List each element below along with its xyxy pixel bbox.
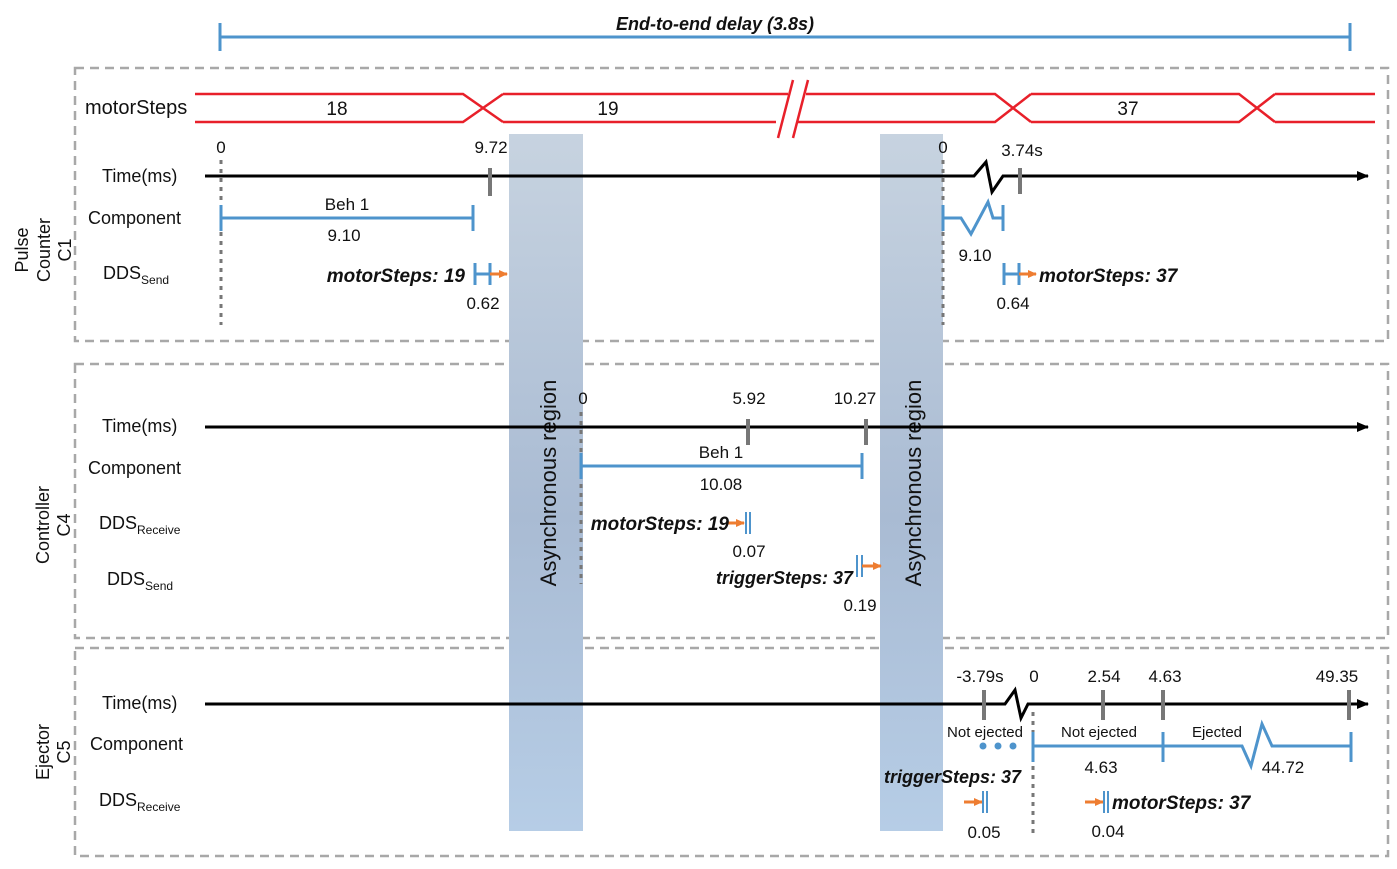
end-to-end-delay: End-to-end delay (3.8s) [218, 14, 1352, 51]
pulse-t0a: 0 [216, 138, 225, 157]
ejector-dds-receive-1 [964, 791, 988, 813]
pulse-time-axis [205, 158, 1369, 196]
controller-dur1008: 10.08 [700, 475, 743, 494]
controller-component-label: Component [88, 458, 181, 478]
ejector-dur463: 4.63 [1084, 758, 1117, 777]
ejector-dds-receive-label: DDSReceive [99, 790, 181, 814]
pulse-dur910b: 9.10 [958, 246, 991, 265]
ejector-d004: 0.04 [1091, 822, 1124, 841]
controller-t1027: 10.27 [834, 389, 877, 408]
controller-dds-send [856, 555, 882, 577]
controller-t592: 5.92 [732, 389, 765, 408]
pulse-counter-box [73, 66, 1390, 343]
pulse-msg37: motorSteps: 37 [1039, 266, 1179, 287]
ejector-dds-receive-2 [1085, 791, 1109, 813]
ejector-continuation-dots [979, 742, 1017, 750]
ejector-not-ejected-a: Not ejected [947, 724, 1023, 741]
async-region-1 [509, 134, 583, 831]
controller-d019: 0.19 [843, 596, 876, 615]
ejector-msg37: motorSteps: 37 [1112, 793, 1252, 814]
ejector-time-axis [205, 686, 1369, 723]
signal-value-19: 19 [597, 99, 618, 120]
ejector-component-bar [1031, 719, 1353, 771]
pulse-time-label: Time(ms) [102, 166, 177, 186]
controller-t0: 0 [578, 389, 587, 408]
ejector-ejected: Ejected [1192, 724, 1242, 741]
pulse-group-line2: Counter [34, 218, 54, 282]
ejector-t463: 4.63 [1148, 667, 1181, 686]
async-region-2 [880, 134, 943, 831]
controller-group-line1: Controller [33, 486, 53, 564]
pulse-component-bar-2 [941, 198, 1005, 237]
motorsteps-signal: motorSteps 18 19 37 [85, 79, 1375, 139]
controller-section: Controller C4 Time(ms) Component DDSRece… [33, 389, 1369, 615]
ejector-component-label: Component [90, 734, 183, 754]
pulse-t0b: 0 [938, 138, 947, 157]
controller-beh1-bar [579, 453, 864, 479]
controller-d007: 0.07 [732, 542, 765, 561]
ejector-group-line1: Ejector [33, 724, 53, 780]
controller-dds-receive-label: DDSReceive [99, 513, 181, 537]
pulse-d064: 0.64 [996, 294, 1029, 313]
pulse-counter-section: Pulse Counter C1 Time(ms) Component DDSS… [12, 138, 1369, 325]
end-to-end-label: End-to-end delay (3.8s) [616, 14, 814, 34]
async-region-2-label: Asynchronous region [901, 380, 926, 587]
signal-name: motorSteps [85, 97, 187, 119]
ejector-trigger: triggerSteps: 37 [884, 767, 1022, 787]
controller-beh-label: Beh 1 [699, 443, 743, 462]
pulse-t374s: 3.74s [1001, 141, 1043, 160]
ejector-t254: 2.54 [1087, 667, 1120, 686]
controller-dds-send-label: DDSSend [107, 569, 173, 593]
controller-dds-receive [728, 512, 751, 534]
pulse-beh1-bar [219, 205, 475, 231]
pulse-dds-send-2 [1002, 263, 1037, 285]
ejector-group-line2: C5 [54, 740, 74, 763]
pulse-beh-label: Beh 1 [325, 195, 369, 214]
ejector-t0: 0 [1029, 667, 1038, 686]
pulse-t972: 9.72 [474, 138, 507, 157]
pulse-d062: 0.62 [466, 294, 499, 313]
ejector-not-ejected-b: Not ejected [1061, 724, 1137, 741]
pulse-dur910a: 9.10 [327, 226, 360, 245]
controller-box [73, 362, 1390, 640]
signal-value-18: 18 [326, 99, 347, 120]
controller-time-label: Time(ms) [102, 416, 177, 436]
controller-msg19: motorSteps: 19 [591, 514, 730, 535]
signal-value-37: 37 [1117, 99, 1138, 120]
pulse-dds-send-1 [473, 263, 508, 285]
pulse-component-label: Component [88, 208, 181, 228]
ejector-t4935: 49.35 [1316, 667, 1359, 686]
controller-group-line2: C4 [54, 513, 74, 536]
ejector-dur4472: 44.72 [1262, 758, 1305, 777]
controller-trigger: triggerSteps: 37 [716, 568, 854, 588]
pulse-group-line3: C1 [55, 238, 75, 261]
ejector-d005: 0.05 [967, 823, 1000, 842]
pulse-group-line1: Pulse [12, 227, 32, 272]
ejector-box [73, 646, 1390, 858]
pulse-dds-label: DDSSend [103, 263, 169, 287]
ejector-tneg: -3.79s [956, 667, 1003, 686]
ejector-section: Ejector C5 Time(ms) Component DDSReceive… [33, 667, 1369, 842]
ejector-time-label: Time(ms) [102, 693, 177, 713]
pulse-msg19: motorSteps: 19 [327, 266, 466, 287]
async-region-1-label: Asynchronous region [536, 380, 561, 587]
